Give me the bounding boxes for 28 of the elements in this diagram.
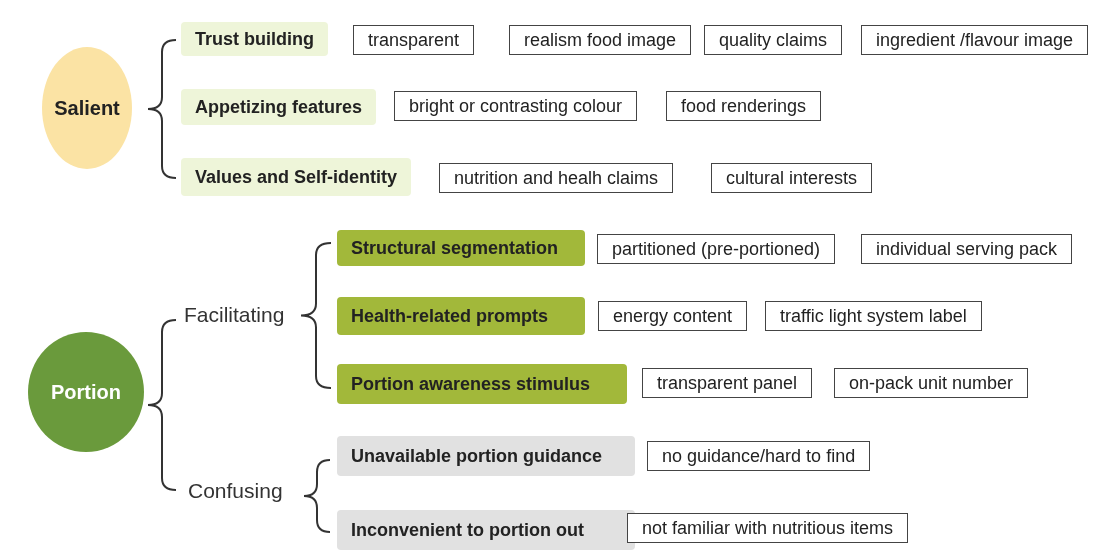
- category-circle: Salient: [42, 47, 132, 169]
- subcategory-box: Structural segmentation: [337, 230, 585, 266]
- attribute-box: ingredient /flavour image: [861, 25, 1089, 55]
- subcategory-box: Health-related prompts: [337, 297, 585, 335]
- attribute-box: individual serving pack: [861, 234, 1073, 264]
- subcategory-box: Appetizing features: [181, 89, 377, 125]
- attribute-box: food renderings: [666, 91, 822, 121]
- attribute-box: transparent: [353, 25, 475, 55]
- subcategory-box: Portion awareness stimulus: [337, 364, 627, 404]
- attribute-box: bright or contrasting colour: [394, 91, 638, 121]
- attribute-box: realism food image: [509, 25, 692, 55]
- attribute-box: traffic light system label: [765, 301, 982, 331]
- subcategory-box: Unavailable portion guidance: [337, 436, 635, 476]
- attribute-box: no guidance/hard to find: [647, 441, 871, 471]
- subcategory-box: Inconvenient to portion out: [337, 510, 635, 550]
- attribute-box: nutrition and healh claims: [439, 163, 674, 193]
- category-circle: Portion: [28, 332, 144, 452]
- branch-label: Confusing: [188, 479, 283, 503]
- attribute-box: cultural interests: [711, 163, 873, 193]
- attribute-box: quality claims: [704, 25, 843, 55]
- attribute-box: energy content: [598, 301, 748, 331]
- subcategory-box: Trust building: [181, 22, 328, 56]
- subcategory-box: Values and Self-identity: [181, 158, 412, 196]
- attribute-box: partitioned (pre-portioned): [597, 234, 836, 264]
- attribute-box: not familiar with nutritious items: [627, 513, 909, 543]
- branch-label: Facilitating: [184, 303, 285, 327]
- attribute-box: on-pack unit number: [834, 368, 1029, 398]
- attribute-box: transparent panel: [642, 368, 813, 398]
